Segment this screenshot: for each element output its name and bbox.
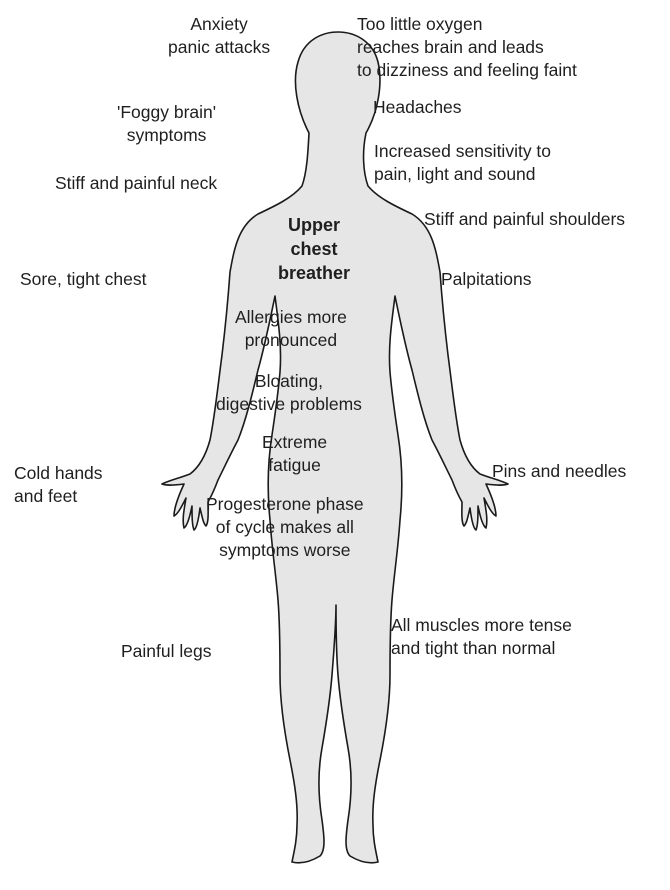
label-stiff-neck: Stiff and painful neck [55, 172, 217, 195]
label-headaches: Headaches [373, 96, 462, 119]
label-sore-chest: Sore, tight chest [20, 268, 146, 291]
label-muscles: All muscles more tense and tight than no… [391, 614, 572, 660]
label-upper-chest-breather: Upper chest breather [278, 213, 350, 285]
label-sensitivity: Increased sensitivity to pain, light and… [374, 140, 551, 186]
label-palpitations: Palpitations [441, 268, 531, 291]
label-oxygen: Too little oxygen reaches brain and lead… [357, 13, 577, 82]
label-foggy-brain: 'Foggy brain' symptoms [117, 101, 216, 147]
label-cold-hands: Cold hands and feet [14, 462, 103, 508]
label-anxiety: Anxiety panic attacks [168, 13, 270, 59]
label-allergies: Allergies more pronounced [235, 306, 347, 352]
label-bloating: Bloating, digestive problems [216, 370, 362, 416]
label-painful-legs: Painful legs [121, 640, 211, 663]
label-progesterone: Progesterone phase of cycle makes all sy… [206, 493, 364, 562]
label-stiff-shoulders: Stiff and painful shoulders [424, 208, 625, 231]
label-fatigue: Extreme fatigue [262, 431, 327, 477]
label-pins-needles: Pins and needles [492, 460, 626, 483]
